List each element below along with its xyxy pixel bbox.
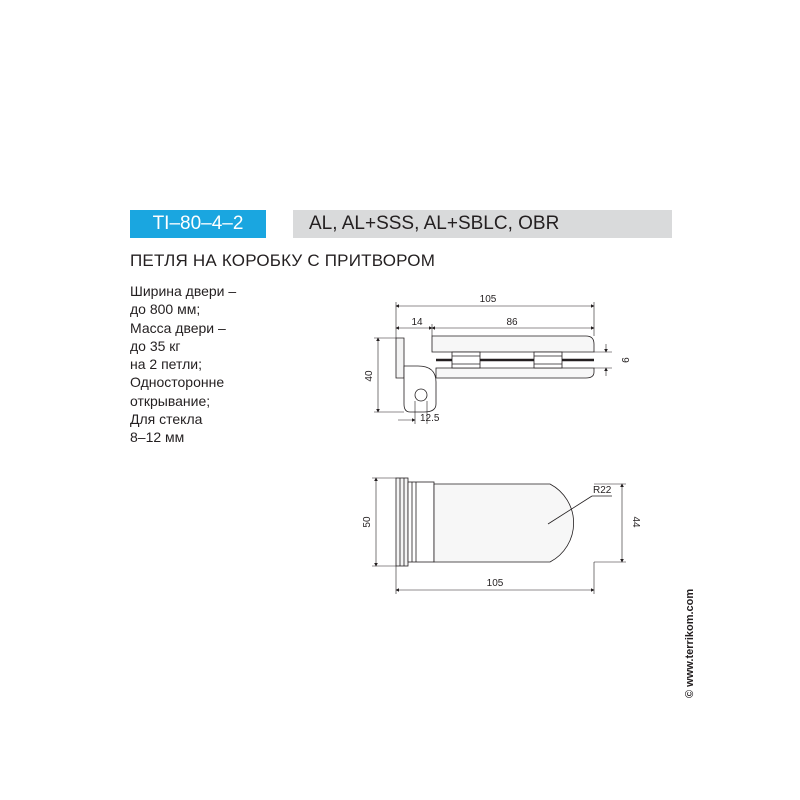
dim-side-pin-diameter: 12.5 [420,413,440,424]
top-view [395,477,612,567]
spec-line: 8–12 мм [130,429,185,446]
spec-line: до 35 кг [130,337,181,354]
copyright-notice: © www.terrikom.com [684,588,696,698]
spec-line: Для стекла [130,411,203,428]
top-frame-plate [395,477,409,567]
finish-options-bar: AL, AL+SSS, AL+SBLC, OBR [293,210,672,238]
pin-circle [414,388,428,402]
frame-plate [395,337,405,379]
spec-line: Масса двери – [130,319,226,336]
screw-right [533,351,563,369]
top-view-dimensions [372,477,626,594]
screw-left [451,351,481,369]
spec-line: до 800 мм; [130,301,201,318]
dim-side-height: 40 [364,370,375,382]
product-code-badge: TI–80–4–2 [130,210,266,238]
upper-clamp-plate [431,335,595,353]
spec-line: Односторонне [130,374,225,391]
dim-top-radius: R22 [593,485,612,496]
dim-side-left-offset: 14 [411,317,423,328]
spec-line: Ширина двери – [130,283,237,299]
dim-top-width: 50 [362,516,373,528]
lower-clamp-plate [435,367,595,379]
side-view [395,335,595,413]
dim-side-glass-gap: 9 [619,357,630,363]
dim-side-plate-length: 86 [506,317,518,328]
top-clamp-plate [433,483,575,563]
dim-top-total-length: 105 [487,578,504,589]
product-title: ПЕТЛЯ НА КОРОБКУ С ПРИТВОРОМ [130,251,436,270]
dim-side-total-length: 105 [480,294,497,305]
spec-line: на 2 петли; [130,356,202,373]
spec-list: Ширина двери – до 800 мм; Масса двери – … [130,282,236,447]
spec-line: открывание; [130,392,211,409]
side-view-dimensions [374,302,612,424]
dim-top-plate-width: 44 [630,516,641,528]
